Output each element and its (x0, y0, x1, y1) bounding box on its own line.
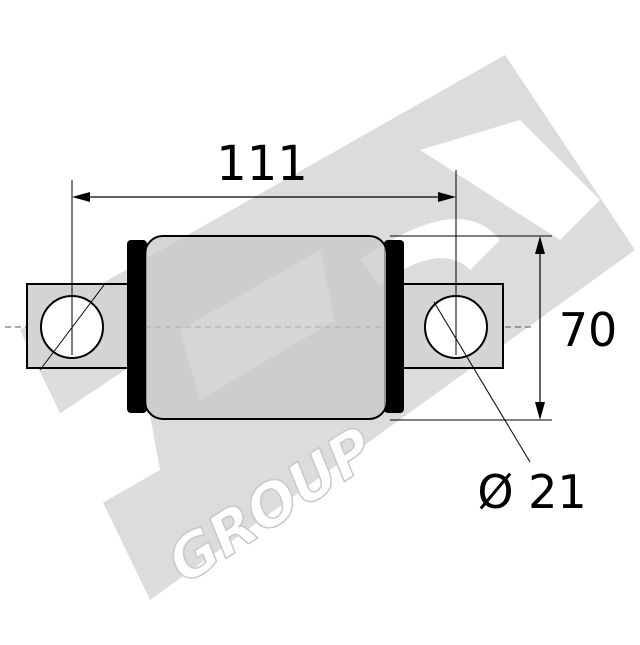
diameter-leader (39, 284, 531, 463)
left-rubber-band (127, 240, 147, 413)
height-dimension-label: 70 (559, 303, 618, 357)
left-mounting-plate (26, 283, 130, 369)
width-dimension (71, 170, 457, 355)
hole-diameter-label: Ø 21 (477, 465, 586, 519)
right-rubber-band (384, 240, 404, 413)
right-mounting-plate (402, 283, 504, 369)
height-dimension (390, 235, 552, 421)
bushing-body (144, 235, 388, 420)
width-dimension-label: 111 (216, 136, 308, 192)
